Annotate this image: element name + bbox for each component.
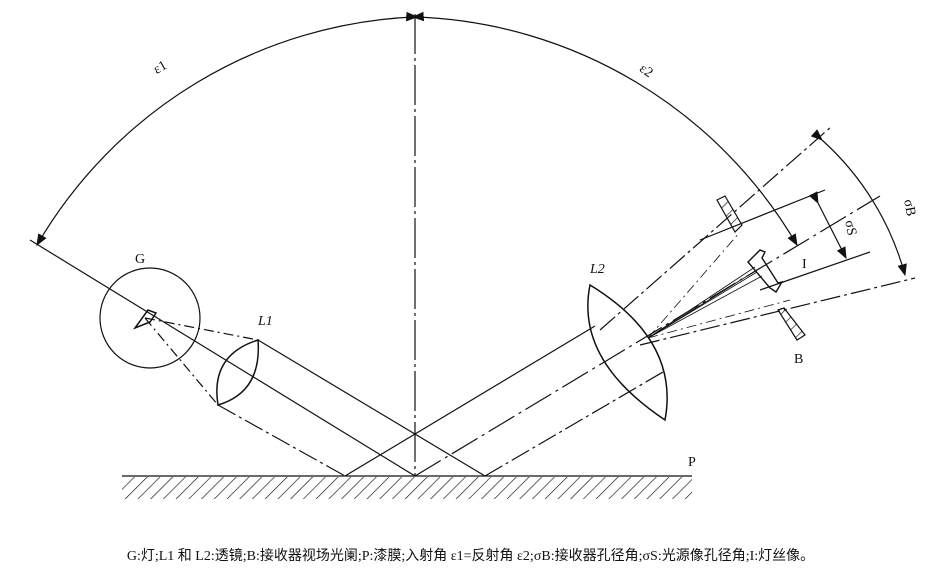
reflected-beam-bottom — [484, 371, 664, 477]
beam-bottom — [217, 404, 346, 477]
filament-image — [747, 249, 784, 293]
converging-rays — [647, 231, 791, 339]
label-epsilon2: ε2 — [636, 61, 655, 81]
ray — [144, 317, 259, 341]
receiver-bound-lower — [639, 277, 916, 346]
source-bound-upper — [699, 189, 826, 241]
lens-l1 — [216, 339, 260, 406]
receiver-bound-upper — [599, 125, 833, 331]
figure-caption: G:灯;L1 和 L2:透镜;B:接收器视场光阑;P:漆膜;入射角 ε1=反射角… — [126, 549, 815, 564]
lens-l2 — [587, 283, 668, 422]
label-filament-image: I — [802, 257, 807, 272]
label-lens2: L2 — [589, 262, 605, 277]
label-sigma-b: σB — [900, 198, 918, 217]
sigma-b-arc — [810, 129, 907, 277]
reflected-beam-top — [344, 325, 596, 477]
label-aperture: B — [794, 352, 803, 367]
surface-hatching — [122, 477, 692, 499]
ray — [144, 317, 219, 406]
epsilon1-arc — [36, 11, 425, 247]
aperture-upper — [716, 195, 743, 233]
aperture-lower — [777, 307, 806, 341]
label-epsilon1: ε1 — [151, 58, 170, 77]
incident-axis — [29, 239, 416, 477]
label-paint-film: P — [688, 455, 696, 470]
lamp-circle — [99, 267, 201, 369]
label-sigma-s: σS — [841, 219, 858, 237]
label-lamp: G — [135, 252, 145, 267]
epsilon2-arc — [406, 11, 798, 247]
lamp-filament — [132, 309, 158, 330]
sigma-s-arc — [808, 191, 847, 260]
label-lens1: L1 — [257, 314, 273, 329]
beam-top — [257, 339, 486, 477]
